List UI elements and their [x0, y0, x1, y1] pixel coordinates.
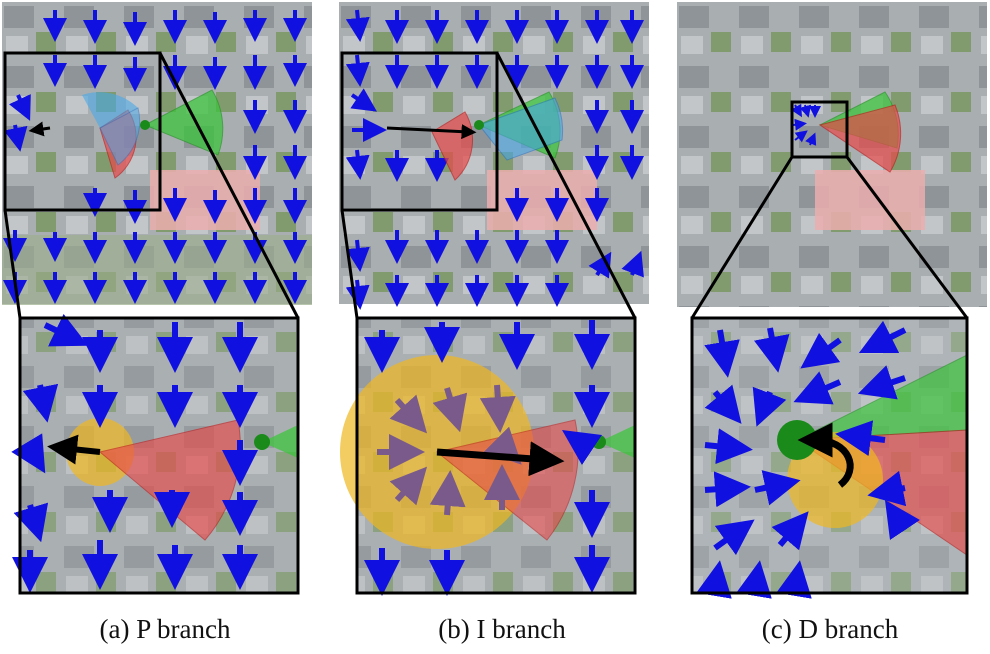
panel-a: (a) P branch — [0, 0, 330, 654]
zoom-box — [3, 51, 162, 212]
panel-b: (b) I branch — [337, 0, 667, 654]
caption-b: (b) I branch — [438, 614, 566, 644]
vector-field-top — [345, 9, 644, 310]
panel-c-graphic — [677, 2, 987, 599]
motion-arrow — [436, 441, 565, 477]
motion-arrow — [797, 422, 854, 488]
zoom-box — [790, 100, 849, 159]
vector-field-zoom — [364, 320, 610, 596]
panel-c: (c) D branch — [675, 0, 990, 654]
agent-dot — [140, 120, 150, 130]
panel-a-graphic — [2, 2, 312, 595]
vector-field-zoom — [11, 313, 258, 593]
zoom-box — [340, 51, 499, 212]
fov-cone-blue — [99, 107, 141, 166]
motion-arrow — [47, 434, 101, 465]
caption-c: (c) D branch — [761, 614, 899, 644]
vector-field-zoom — [696, 320, 920, 599]
agent-dot — [777, 420, 817, 460]
vector-field-inner — [377, 384, 522, 516]
panel-b-graphic — [339, 2, 649, 596]
caption-a: (a) P branch — [99, 614, 231, 644]
